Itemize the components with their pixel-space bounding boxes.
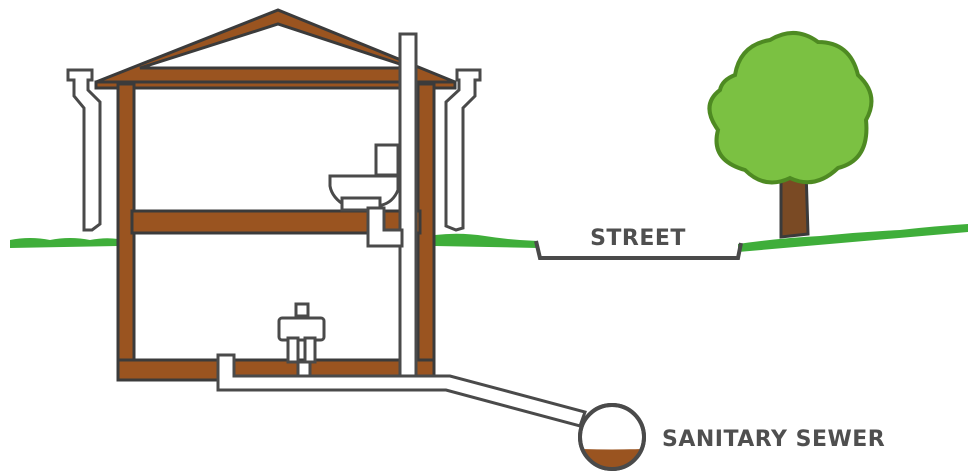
sanitary-sewer-label: SANITARY SEWER bbox=[662, 427, 885, 452]
downspout-right-icon bbox=[444, 68, 482, 232]
house-roof bbox=[94, 8, 457, 90]
sewer-line bbox=[216, 353, 587, 428]
sanitary-sewer: SANITARY SEWER bbox=[578, 403, 885, 471]
street-label: STREET bbox=[590, 226, 686, 251]
tree-icon bbox=[707, 31, 874, 239]
floor-drain-icon bbox=[277, 302, 326, 364]
toilet-icon bbox=[328, 143, 404, 248]
street: STREET bbox=[534, 226, 743, 260]
vent-stack-icon bbox=[398, 32, 418, 382]
downspout-left-icon bbox=[66, 68, 102, 232]
ground-grass bbox=[10, 224, 968, 252]
